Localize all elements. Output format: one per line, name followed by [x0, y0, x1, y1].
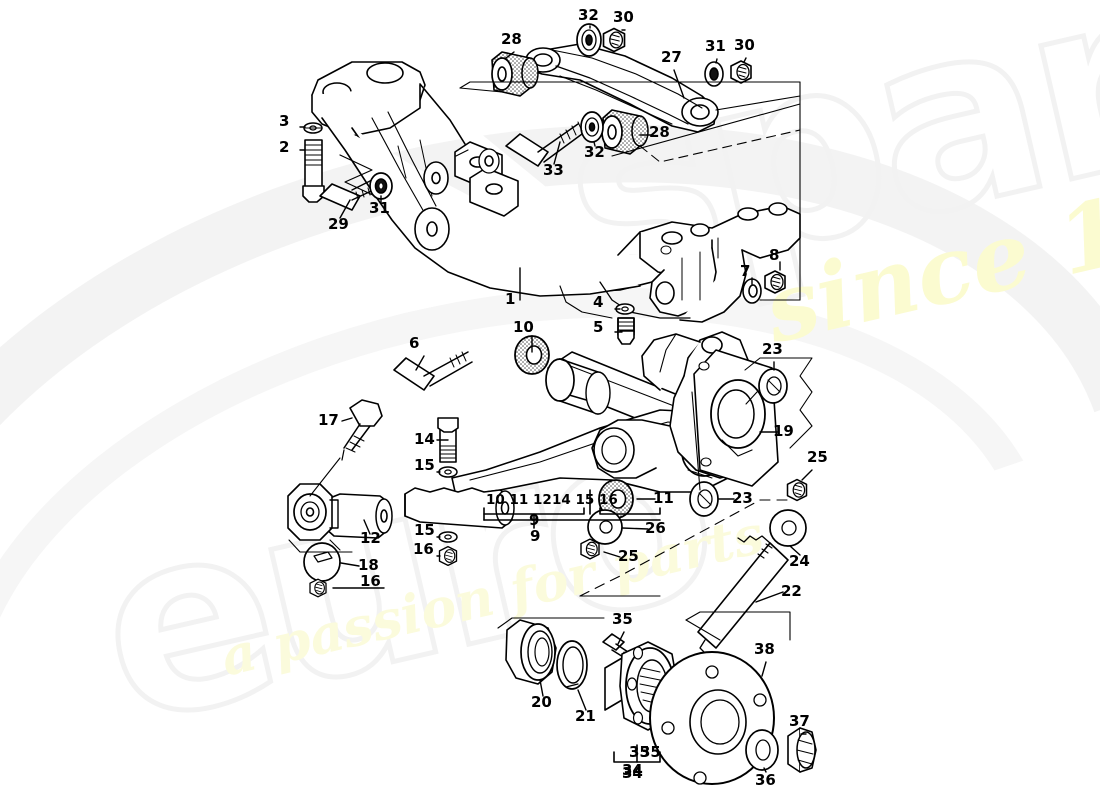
- callout-bush: 23: [732, 489, 753, 507]
- callout-washer: 7: [740, 262, 751, 280]
- callout-bolt: 14: [414, 430, 435, 448]
- part-25-nut-right: [786, 478, 808, 502]
- part-27-control-arm: [524, 43, 719, 133]
- callout-bracket-group-label: 9: [529, 511, 540, 529]
- part-37-lock-nut: [787, 727, 817, 773]
- part-14-bolt: [437, 417, 459, 463]
- callout-washer: 15: [414, 456, 435, 474]
- callout-hex-nut: 8: [769, 246, 780, 264]
- callout-wheel-hub: 38: [754, 640, 775, 658]
- part-16-nut-left: [309, 578, 327, 598]
- callout-hex-nut: 25: [807, 448, 828, 466]
- part-5-bolt: [617, 317, 635, 345]
- part-32-washer-lower: [580, 111, 604, 143]
- callout-washer: 36: [755, 771, 776, 789]
- part-33-bolt: [505, 121, 583, 167]
- callout-circlip: 21: [575, 707, 596, 725]
- callout-stub-axle-group: 34: [622, 761, 643, 779]
- part-7-washer: [742, 278, 762, 304]
- part-32-washer-upper: [576, 23, 602, 57]
- callout-hex-nut: 30: [734, 36, 755, 54]
- callout-flange-bolt: 6: [409, 334, 420, 352]
- part-38-wheel-hub: [649, 651, 775, 785]
- part-31-washer: [369, 172, 393, 200]
- callout-bolt: 29: [328, 215, 349, 233]
- callout-trailing-arm-link: 12: [360, 529, 381, 547]
- callout-lock-nut: 37: [789, 712, 810, 730]
- part-28-bush-upper: [491, 51, 539, 97]
- callout-hex-nut: 30: [613, 8, 634, 26]
- callout-rear-axle-crossmember: 1: [505, 290, 516, 308]
- callout-bolt: 35: [629, 743, 650, 761]
- part-36-washer: [745, 729, 779, 771]
- part-31-washer-right: [704, 61, 724, 87]
- part-25-nut-left: [580, 538, 600, 560]
- part-2-bolt: [302, 139, 325, 203]
- callout-washer: 31: [705, 37, 726, 55]
- callout-upper-control-arm: 27: [661, 48, 682, 66]
- guide-lines-arm-group: [288, 457, 353, 553]
- guide-lines-carrier: [579, 357, 813, 597]
- callout-washer: 3: [279, 112, 290, 130]
- callout-rubber-bush: 28: [649, 123, 670, 141]
- group-9-segment-b: 14 15 16: [552, 492, 618, 508]
- part-20-bearing: [505, 619, 557, 685]
- part-crossmember: [311, 61, 801, 323]
- group-34-member-35: 35: [640, 743, 661, 761]
- callout-washer: 24: [789, 552, 810, 570]
- callout-bush: 10: [513, 318, 534, 336]
- callout-lock-nut: 16: [360, 572, 381, 590]
- part-15-washer-upper: [438, 466, 458, 478]
- callout-washer: 26: [645, 519, 666, 537]
- group-bracket-34: [613, 744, 661, 763]
- part-18-cap: [303, 542, 341, 582]
- part-3-washer: [303, 122, 323, 134]
- part-15-washer-lower: [438, 531, 458, 543]
- part-8-nut: [764, 270, 786, 294]
- callout-leader-lines: [299, 25, 813, 773]
- part-28-bush-lower: [601, 109, 649, 155]
- part-16-nut-center: [438, 545, 458, 567]
- callout-bolt: 5: [593, 318, 604, 336]
- part-23-bush-lower: [689, 481, 719, 517]
- callout-stud: 17: [318, 411, 339, 429]
- callout-hex-nut: 25: [618, 547, 639, 565]
- part-30-nut-upper: [602, 27, 626, 53]
- group-34-summary: 34: [622, 764, 643, 782]
- callout-wheel-bearing: 20: [531, 693, 552, 711]
- group-9-summary: 9: [530, 527, 541, 545]
- callout-washer: 15: [414, 521, 435, 539]
- part-17-stud: [341, 399, 383, 461]
- part-12-sleeve-left: [287, 483, 393, 541]
- callout-washer: 31: [369, 199, 390, 217]
- callout-bolt: 35: [612, 610, 633, 628]
- part-23-bush-upper: [758, 368, 788, 404]
- callout-lock-nut: 16: [413, 540, 434, 558]
- callout-shock-absorber-rod: 22: [781, 582, 802, 600]
- callout-bush: 23: [762, 340, 783, 358]
- callout-wheel-carrier: 19: [773, 422, 794, 440]
- part-30-nut-right: [730, 60, 752, 84]
- part-21-circlip: [556, 640, 588, 690]
- part-24-washer: [769, 509, 807, 547]
- group-bracket-9: [483, 489, 661, 529]
- assembly-guide-lines: [455, 81, 801, 301]
- callout-cap: 18: [358, 556, 379, 574]
- part-19-wheel-carrier: [591, 331, 779, 487]
- callout-washer: 32: [584, 143, 605, 161]
- part-12-sleeve-right: [404, 487, 515, 529]
- callout-bolt: 2: [279, 138, 290, 156]
- callout-rubber-bush: 28: [501, 30, 522, 48]
- callout-bush: 11: [653, 489, 674, 507]
- callout-washer: 32: [578, 6, 599, 24]
- callout-washer: 4: [593, 293, 604, 311]
- group-9-segment-a: 10 11 12: [486, 492, 552, 508]
- guide-lines-hub: [497, 611, 791, 641]
- callout-bolt: 33: [543, 161, 564, 179]
- part-6-bolt: [393, 351, 473, 391]
- part-26-washer: [587, 509, 623, 545]
